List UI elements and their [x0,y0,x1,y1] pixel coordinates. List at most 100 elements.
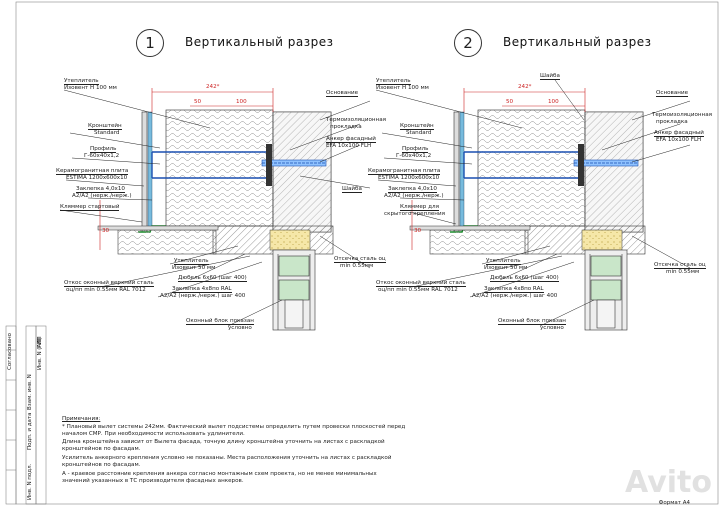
label-rivet2-sub-2: А2/А2 (нерж./нерж.) шаг 400 [472,293,558,299]
label-plate: Керамогранитная плита [56,168,129,176]
label-thermal-sub-2: прокладка [656,119,688,125]
section-2-number: 2 [454,29,482,57]
label-rivet2-sub: А2/А2 (нерж./нерж.) шаг 400 [160,293,246,299]
label-rivet-sub: А2/А2 (нерж./нерж.) [72,193,132,199]
label-bracket-sub-2: Standard [406,130,432,136]
notes-heading: Примечания: [62,416,101,422]
label-plate-2: Керамогранитная плита [368,168,441,176]
stamp-agreed: Согласовано [7,333,13,370]
label-washer-top: Шайба [540,73,560,81]
label-thermal-2: Термоизоляционная [652,112,712,118]
anchor [261,159,327,167]
dim-total-2: 242* [518,84,532,90]
dim-a: 50 [194,99,202,105]
label-cutoff-sub: min 0.55мм [340,263,374,269]
window-block [272,249,316,331]
label-clamp-hidden-sub: скрытого крепления [384,211,445,217]
label-cutoff: Отсечка сталь оц [334,256,386,264]
brackets [151,151,272,179]
thermal-pad [266,144,272,186]
dim-c: 30 [102,228,110,234]
label-rivet: Заклепка 4,0х10 [76,186,125,194]
note-line: кронштейнов по фасадам. [62,446,141,452]
label-profile: Профиль [90,146,117,154]
label-plate-sub: ESTIMA 1200х600х10 [66,175,128,181]
insulation-2 [477,109,586,227]
note-line: значений указанных в ТС производителя фа… [62,478,244,484]
label-dowel-2: Дюбель 6х60 (шаг 400) [490,275,559,283]
section-1-drawing [59,88,371,331]
label-thermal-sub: прокладка [330,124,362,130]
section-2-drawing [375,79,691,331]
label-base-2: Основание [656,90,689,98]
label-profile-sub: Г-60х40х1,2 [84,153,120,159]
label-window-2: Оконный блок показан [498,318,566,326]
label-clamp-hidden: Кляммер для [400,204,439,212]
dim-b-2: 100 [548,99,559,105]
label-clamp: Кляммер стартовый [60,204,120,212]
label-profile-sub-2: Г-60х40х1,2 [396,153,432,159]
label-washer: Шайба [342,186,362,194]
label-bracket-2: Кронштейн [400,123,434,131]
label-anchor-sub-2: EFA 10х100 FLH [656,137,702,143]
dimension-lines [99,88,274,250]
label-insulation-bottom-sub-2: Изовент 50 мм [484,265,528,271]
concrete-wall-2 [584,111,644,233]
note-line: кронштейнов по фасадам. [62,462,141,468]
label-slope: Откос оконный верхний сталь [64,280,154,288]
bottom-insulation [117,229,217,255]
label-rivet2-2: Заклепка 4х8по RAL [484,286,544,294]
leader-lines [59,89,371,327]
dim-a-2: 50 [506,99,514,105]
insulation [165,109,274,227]
label-slope-sub: оц/пп min 0.55мм RAL 7012 [66,287,146,293]
label-insulation-bottom-2: Утеплитель [486,258,521,266]
dim-b: 100 [236,99,247,105]
stamp-sign: Подп. и дата [27,412,33,450]
dim-c-2: 30 [414,228,422,234]
sheet-frame [15,1,719,505]
label-bracket-sub: Standard [94,130,120,136]
section-1-title: Вертикальный разрез [185,35,334,49]
stamp-inv: Инв. N подл. [27,463,33,500]
note-line: * Плановый вылет системы 242мм. Фактичес… [62,424,406,430]
label-anchor-2: Анкер фасадный [654,130,704,138]
section-1-number: 1 [136,29,164,57]
label-slope-2: Откос оконный верхний сталь [376,280,466,288]
wood-block [269,229,311,251]
stamp-replace: Взам. инв. N [27,374,33,410]
label-base: Основание [326,90,359,98]
ceramic-plate [141,111,148,233]
stamp-gip: ГИП [37,336,43,348]
label-plate-sub-2: ESTIMA 1200х600х10 [378,175,440,181]
label-insulation-bottom-sub: Изовент 50 мм [172,265,216,271]
watermark: Avito [625,465,712,500]
label-insulation-top: Утеплитель [64,78,99,86]
note-line: началом СМР. При необходимости использов… [62,431,245,437]
note-line: Усилитель анкерного крепления условно не… [62,455,392,461]
label-rivet2: Заклепка 4х8по RAL [172,286,232,294]
label-dowel: Дюбель 6х60 (шаг 400) [178,275,247,283]
label-window: Оконный блок показан [186,318,254,326]
label-anchor: Анкер фасадный [326,136,376,144]
label-anchor-sub: EFA 10х100 FLH [326,143,372,149]
note-line: Длина кронштейна зависит от Вылета фасад… [62,439,385,445]
label-window-sub-2: условно [540,325,564,331]
section-2-title: Вертикальный разрез [503,35,652,49]
dim-total: 242* [206,84,220,90]
label-rivet-2: Заклепка 4,0х10 [388,186,437,194]
note-line: А - краевое расстояние крепления анкера … [62,471,377,477]
label-insulation-top-sub: Изовент Н 100 мм [64,85,117,91]
label-cutoff-sub-2: min 0.55мм [666,269,700,275]
label-bracket: Кронштейн [88,123,122,131]
label-window-sub: условно [228,325,252,331]
label-thermal: Термоизоляционная [326,117,386,123]
label-rivet-sub-2: А2/А2 (нерж./нерж.) [384,193,444,199]
format-label: Формат А4 [658,500,690,506]
label-insulation-top-sub-2: Изовент Н 100 мм [376,85,429,91]
label-insulation-top-2: Утеплитель [376,78,411,86]
label-slope-sub-2: оц/пп min 0.55мм RAL 7012 [378,287,458,293]
label-profile-2: Профиль [402,146,429,154]
